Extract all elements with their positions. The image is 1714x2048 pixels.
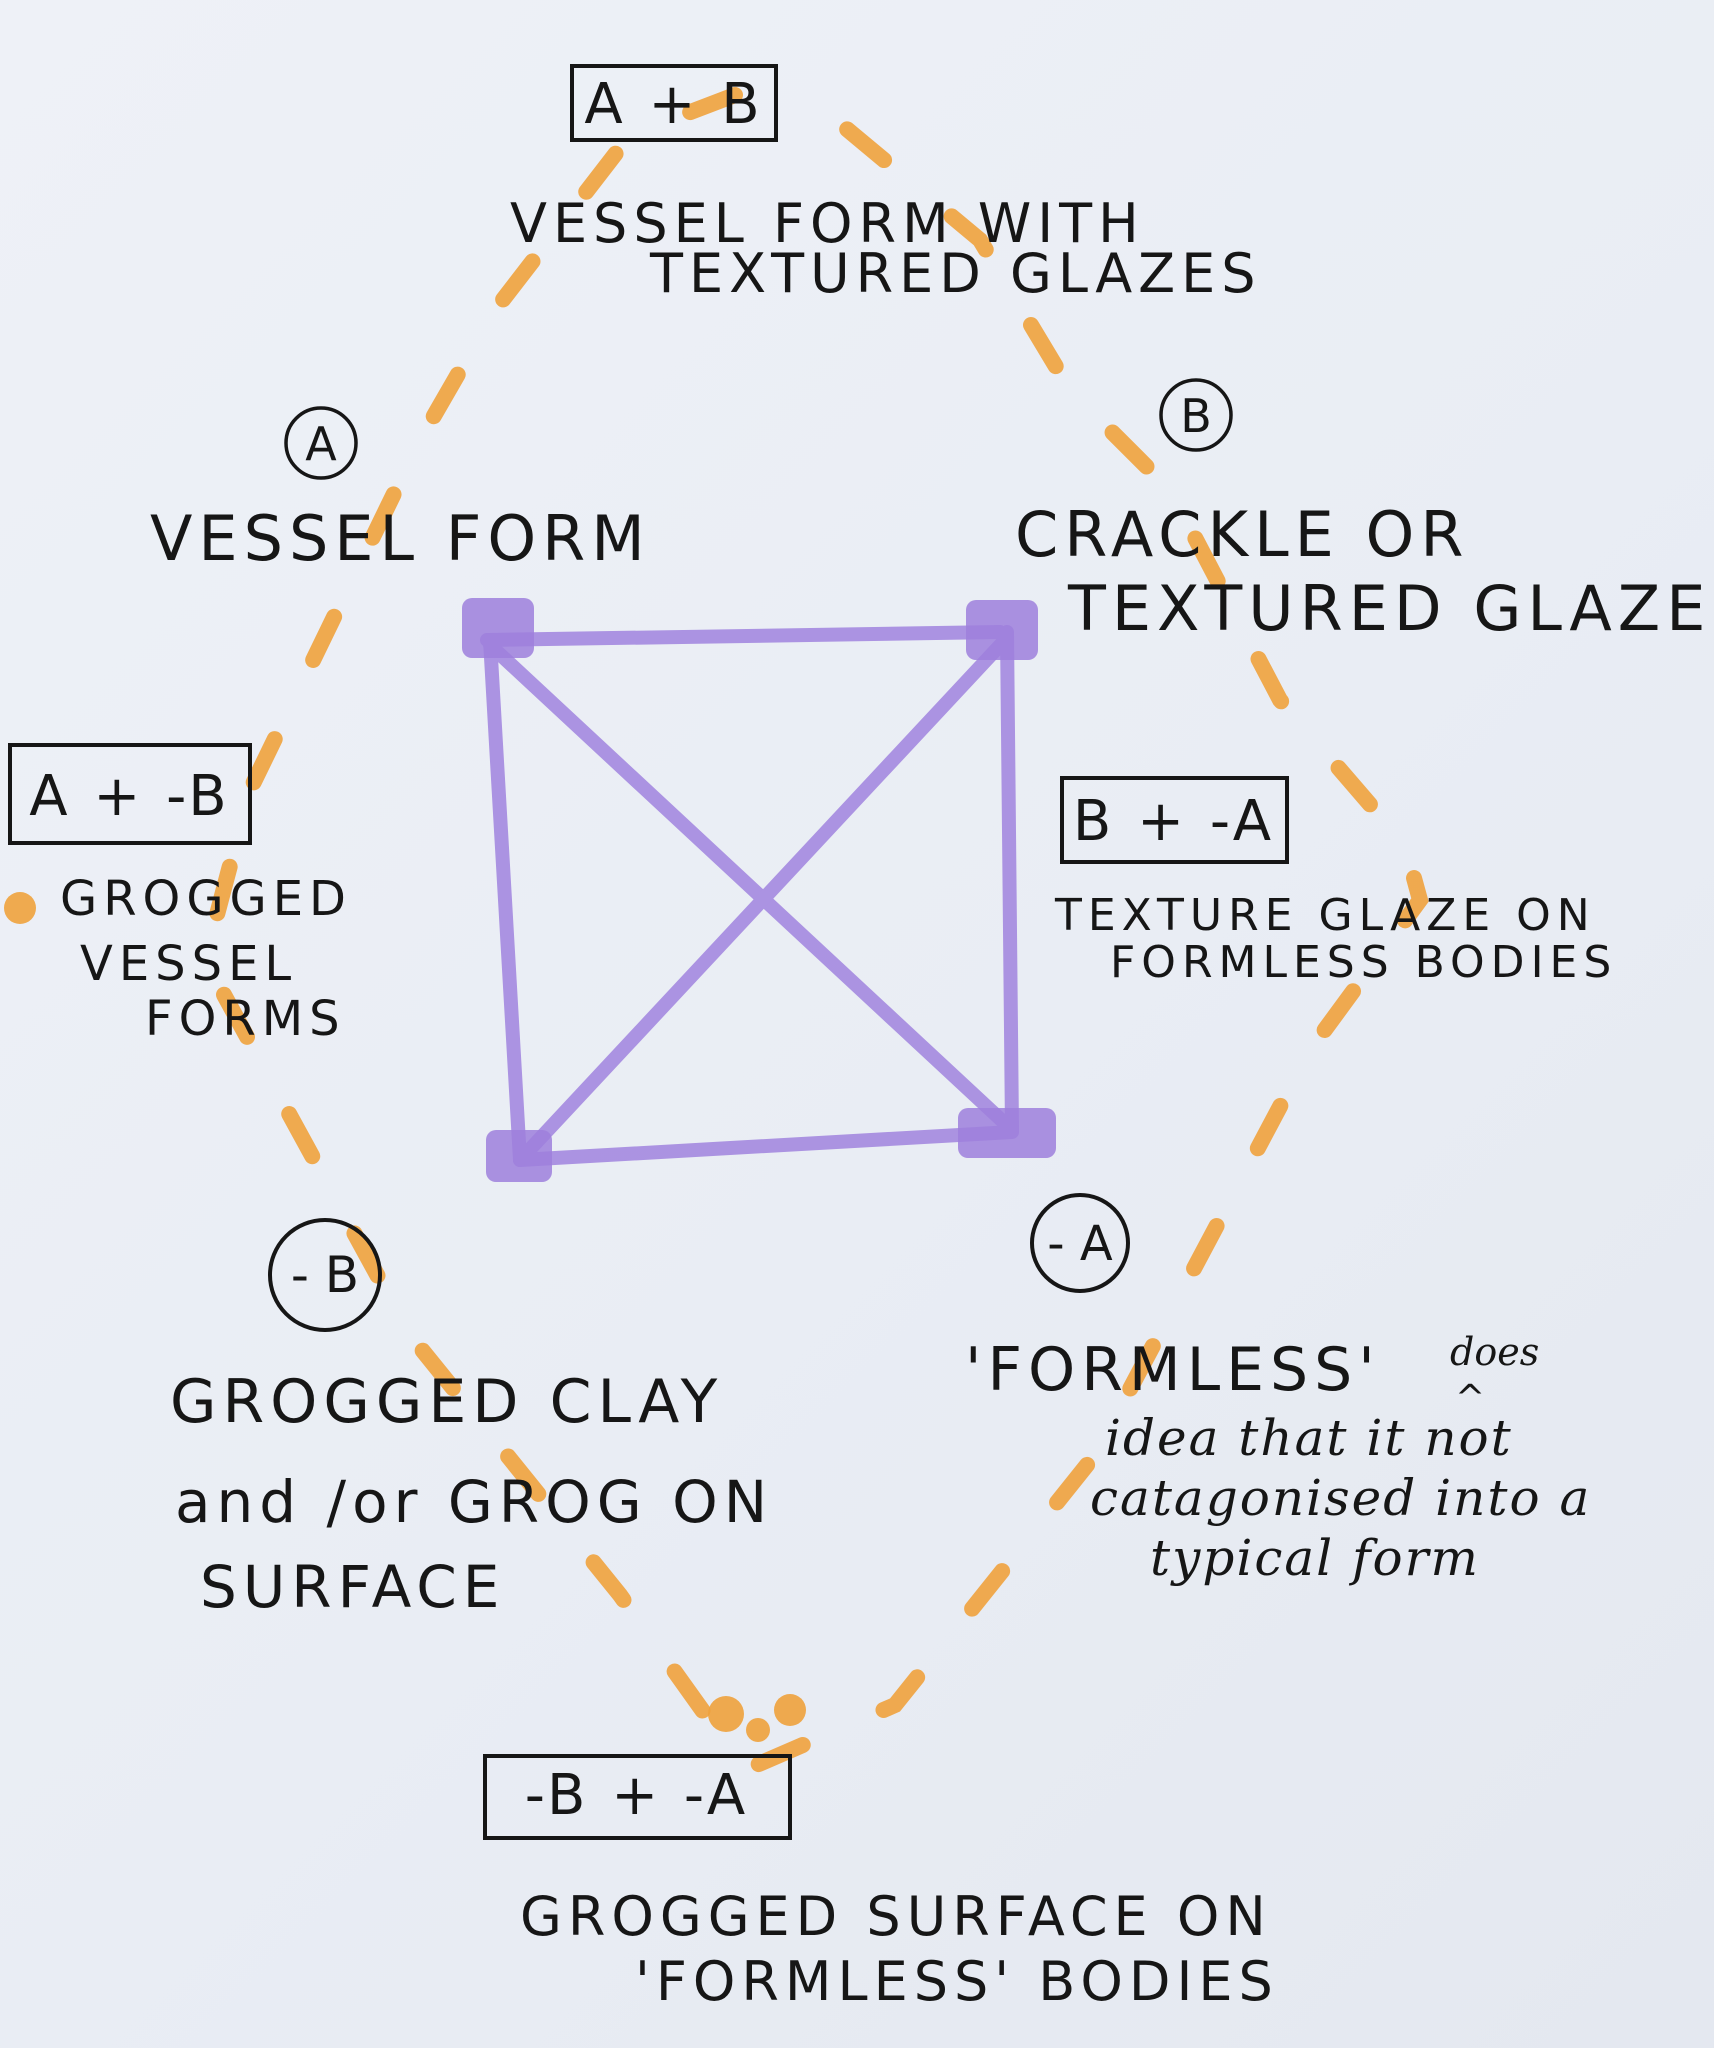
orange-dashed-outline [196, 82, 1429, 1780]
neg-b-caption-line3: SURFACE [200, 1553, 505, 1621]
bottom-box-label: -B + -A [525, 1763, 749, 1828]
left-caption-line2: VESSEL [80, 936, 297, 992]
top-box [570, 64, 778, 142]
right-box-label: B + -A [1073, 789, 1275, 854]
b-circle-label: B [1180, 389, 1212, 443]
purple-square [480, 625, 1019, 1167]
left-caption-line3: FORMS [145, 991, 346, 1047]
bottom-caption-line1: GROGGED SURFACE ON [520, 1885, 1272, 1948]
b-circle [1159, 378, 1233, 452]
right-caption-line1: TEXTURE GLAZE ON [1054, 890, 1596, 941]
left-caption-line1: GROGGED [60, 871, 352, 927]
neg-a-caret: ^ [1455, 1378, 1485, 1419]
top-box-label: A + B [584, 72, 763, 137]
neg-a-caption-line3: typical form [1150, 1529, 1480, 1587]
right-box [1060, 776, 1289, 864]
bottom-box [483, 1754, 792, 1840]
top-caption-line1: VESSEL FORM WITH [510, 192, 1145, 255]
neg-b-circle-label: - B [291, 1246, 359, 1304]
neg-b-circle [268, 1218, 382, 1332]
left-box [8, 743, 252, 845]
right-caption-line2: FORMLESS BODIES [1110, 937, 1617, 988]
a-caption: VESSEL FORM [150, 502, 651, 575]
a-circle [284, 406, 358, 480]
b-caption-line1: CRACKLE OR [1015, 498, 1469, 571]
left-box-label: A + -B [29, 764, 230, 829]
neg-b-caption-line1: GROGGED CLAY [170, 1367, 723, 1437]
top-caption-line2: TEXTURED GLAZES [649, 242, 1262, 305]
a-circle-label: A [305, 417, 337, 471]
neg-a-caption-line2: catagonised into a [1090, 1469, 1591, 1527]
bottom-caption-line2: 'FORMLESS' BODIES [635, 1950, 1279, 2013]
neg-a-insert: does [1450, 1330, 1539, 1374]
purple-corner-blots [462, 598, 1056, 1182]
orange-blots [4, 892, 806, 1742]
b-caption-line2: TEXTURED GLAZES [1067, 572, 1714, 645]
neg-a-circle-label: - A [1047, 1216, 1113, 1272]
neg-b-caption-line2: and /or GROG ON [175, 1468, 773, 1536]
neg-a-title: 'FORMLESS' [965, 1335, 1381, 1405]
neg-a-circle [1030, 1193, 1130, 1293]
neg-a-caption-line1: idea that it not [1105, 1409, 1513, 1467]
